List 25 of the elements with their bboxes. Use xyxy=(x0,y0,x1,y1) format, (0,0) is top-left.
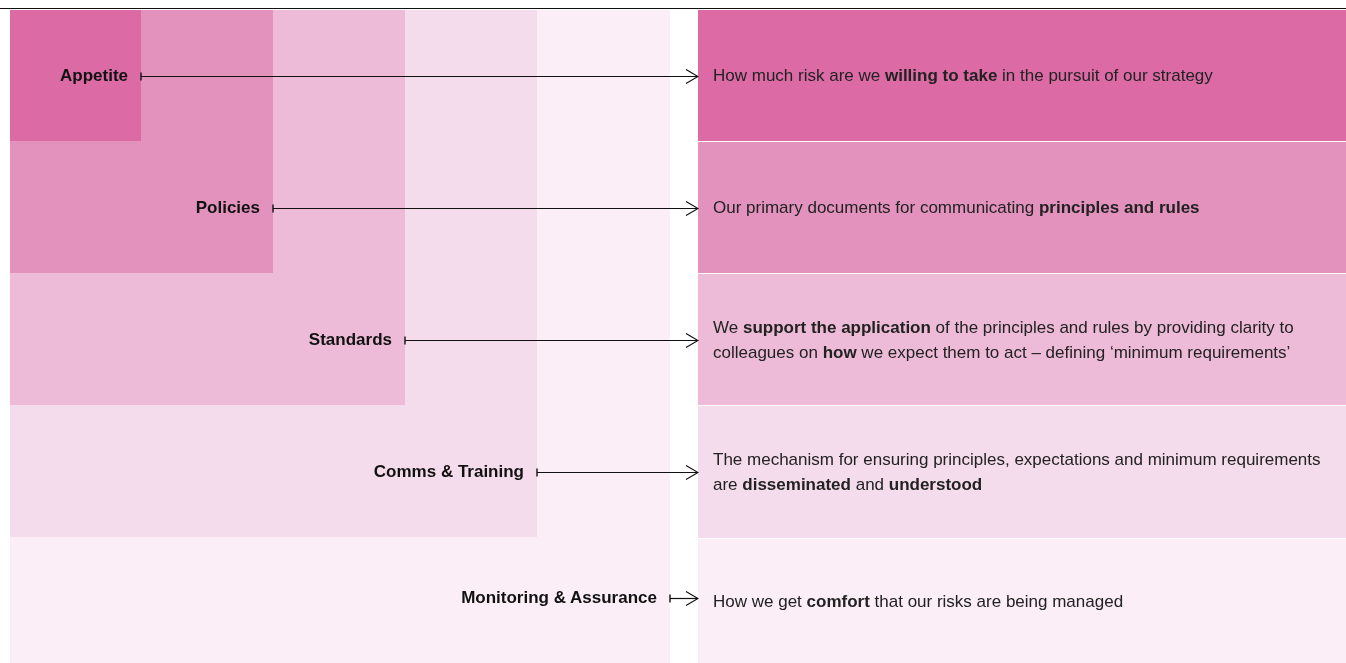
description-panel xyxy=(698,539,1346,663)
description-text: How we get comfort that our risks are being managed xyxy=(713,590,1124,613)
arrow xyxy=(536,464,699,481)
tier-panel xyxy=(10,10,670,663)
tier-label: Comms & Training xyxy=(373,460,524,483)
tier-panel xyxy=(10,10,273,273)
arrow xyxy=(272,200,699,217)
arrow xyxy=(140,68,699,85)
description-text: Our primary documents for communicating principles and rules xyxy=(713,197,1200,219)
description-panel xyxy=(698,274,1346,405)
tier-panel xyxy=(10,10,405,405)
description-text: We support the application of the principles and rules by providing clarity to colleagues on how we expect them to act – defining ‘minimum requirements’ xyxy=(713,316,1295,364)
tier-label: Policies xyxy=(195,196,260,219)
arrow xyxy=(669,590,699,607)
tier-label: Standards xyxy=(308,328,392,351)
tier-panel xyxy=(10,10,537,537)
description-panel xyxy=(698,142,1346,273)
description-text: How much risk are we willing to take in the pursuit of our strategy xyxy=(713,65,1213,87)
description-panel xyxy=(698,10,1346,141)
arrow xyxy=(404,332,699,349)
description-text: The mechanism for ensuring principles, expectations and minimum requirements are disseminated and understood xyxy=(713,449,1322,496)
tier-panel xyxy=(10,10,141,141)
tier-label: Monitoring & Assurance xyxy=(461,586,657,609)
tier-label: Appetite xyxy=(60,64,128,87)
description-panel xyxy=(698,406,1346,538)
